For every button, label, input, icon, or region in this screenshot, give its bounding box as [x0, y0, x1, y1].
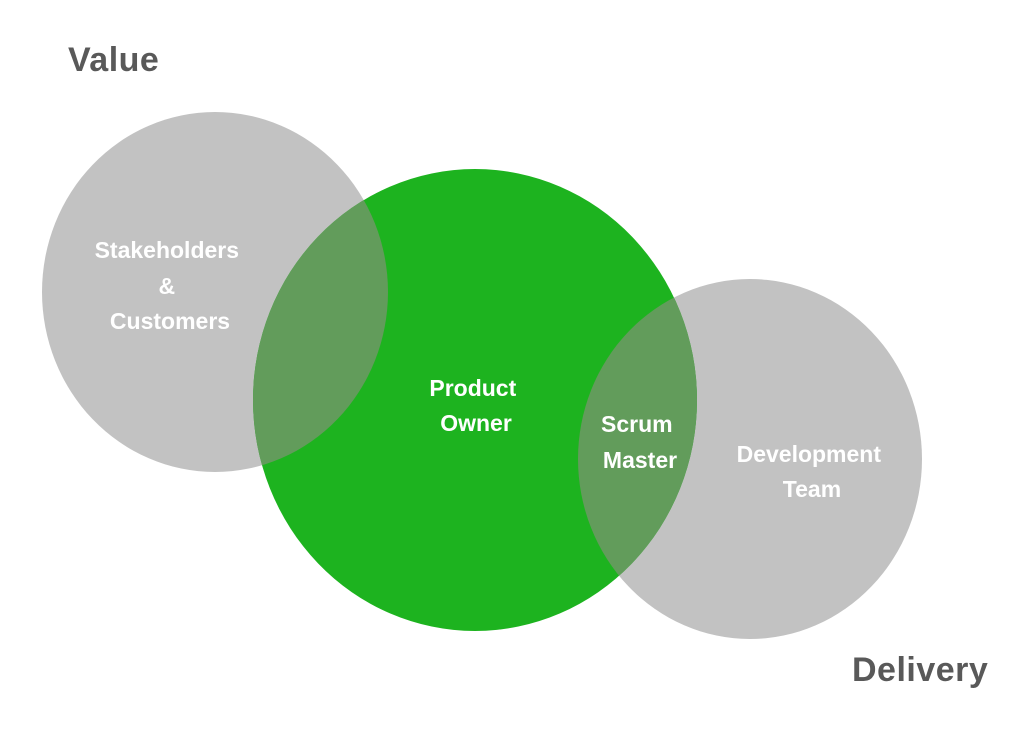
scrum-master-label-line: Master [603, 447, 677, 473]
stakeholders-product-owner-overlap [253, 169, 388, 472]
development-team-label-line: Team [783, 476, 841, 502]
scrum-master-label: Scrum Master [601, 411, 679, 473]
stakeholders-label-line: & [158, 273, 175, 299]
value-label: Value [68, 41, 160, 79]
product-owner-label-line: Product [429, 375, 516, 401]
stakeholders-label: Stakeholders & Customers [95, 237, 246, 334]
product-owner-label: Product Owner [429, 375, 522, 436]
stakeholders-label-line: Stakeholders [95, 237, 239, 263]
product-owner-label-line: Owner [440, 410, 512, 436]
delivery-label: Delivery [852, 651, 989, 689]
stakeholders-label-line: Customers [110, 308, 230, 334]
development-team-label: Development Team [737, 441, 888, 502]
development-team-label-line: Development [737, 441, 882, 467]
scrum-master-label-line: Scrum [601, 411, 673, 437]
